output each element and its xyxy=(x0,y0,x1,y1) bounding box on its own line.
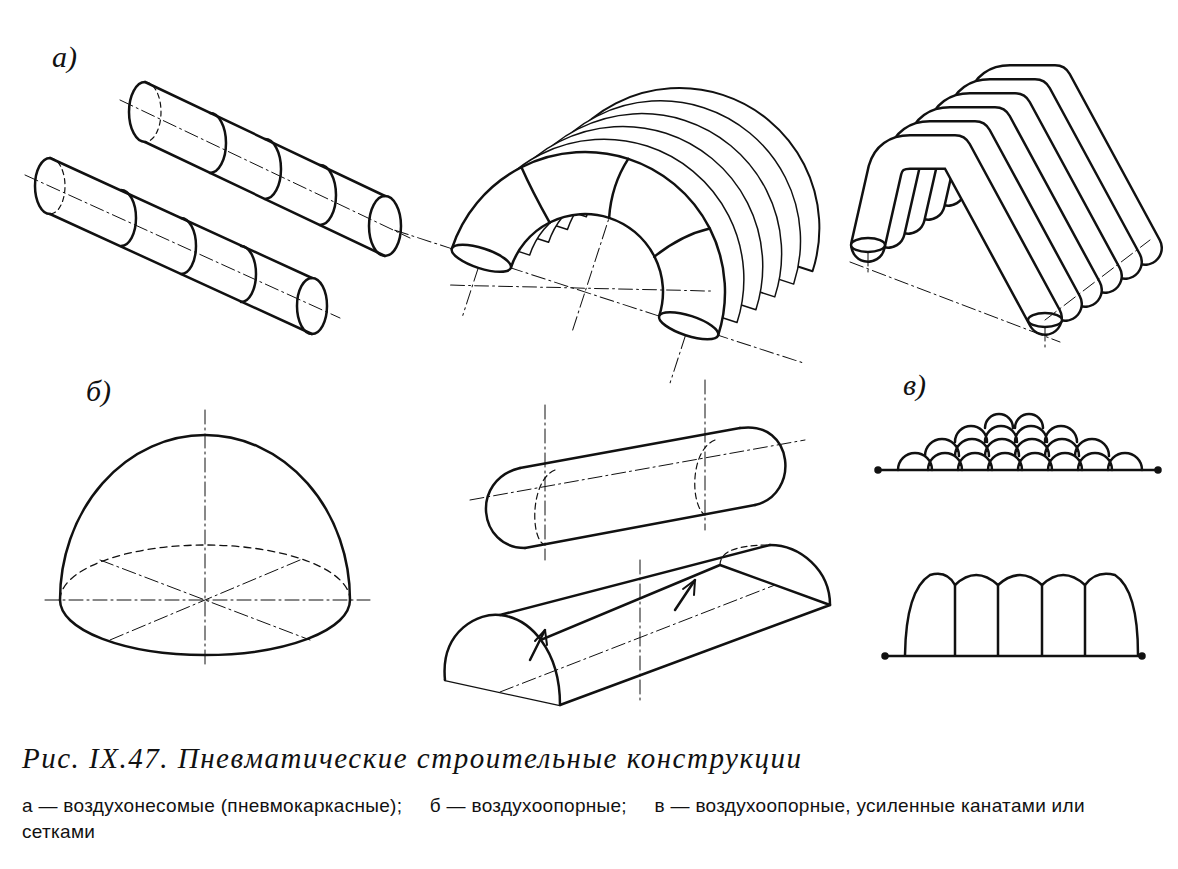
gable-frames xyxy=(850,82,1150,350)
air-dome xyxy=(45,410,370,665)
tube-arch xyxy=(376,11,875,420)
tube-upper xyxy=(120,82,410,256)
scalloped-profile xyxy=(876,414,1161,473)
tube-lower xyxy=(25,158,340,334)
caption-legend: а — воздухонесомые (пневмокаркасные); б … xyxy=(22,793,1167,845)
half-cylinder-lower xyxy=(445,545,830,705)
half-cylinder-upper xyxy=(470,380,805,560)
legend-entry: а — воздухонесомые (пневмокаркасные); xyxy=(22,795,402,816)
panel-letter: б) xyxy=(86,374,111,408)
panel-letter: в) xyxy=(903,368,926,402)
legend-entry: б — воздухоопорные; xyxy=(430,795,627,816)
lobed-profile xyxy=(883,574,1145,659)
figure-caption: Рис. IX.47. Пневматические строительные … xyxy=(22,742,802,775)
panel-letter: а) xyxy=(52,40,77,74)
